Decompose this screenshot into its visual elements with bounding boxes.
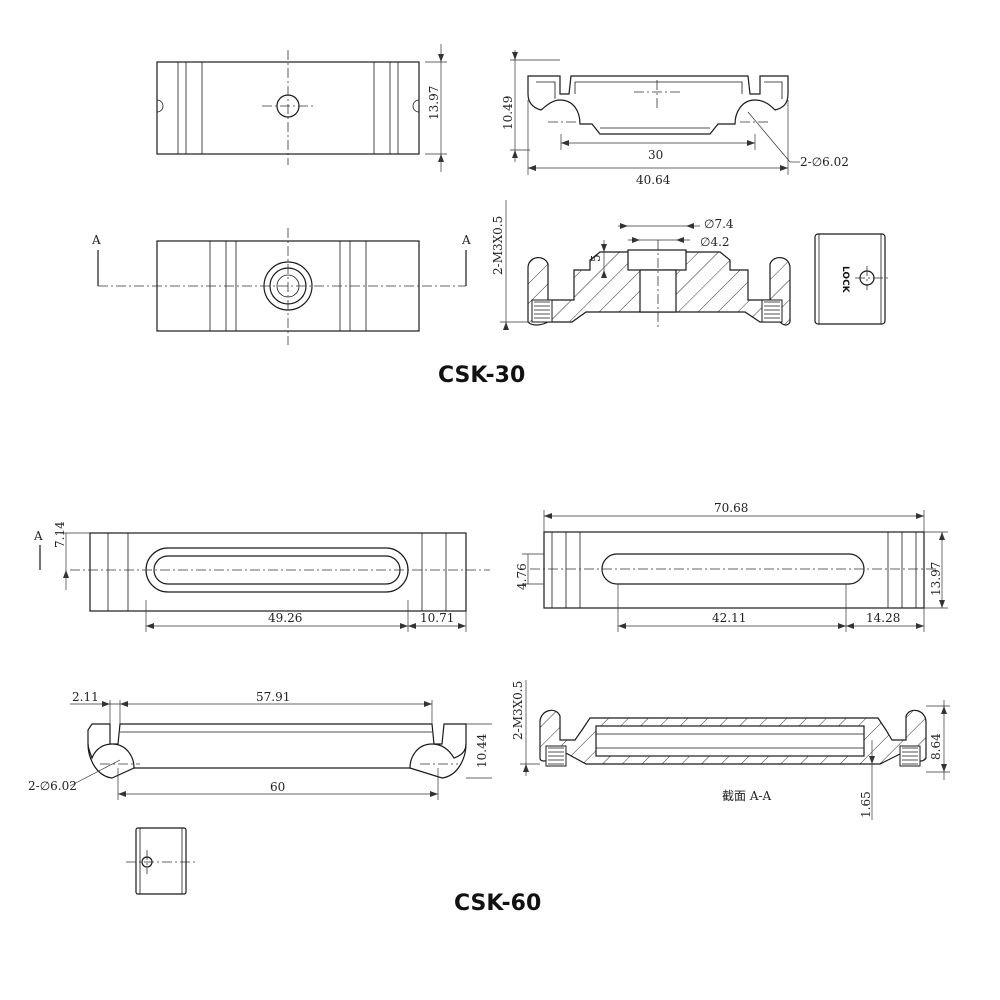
csk60-end-view: [126, 827, 196, 895]
csk60-slot-len-dim: 49.26: [268, 611, 302, 625]
csk60-side-height-dim: 10.44: [475, 733, 489, 768]
csk60-section-view: [520, 680, 950, 820]
csk30-section-marker-right: A: [461, 233, 471, 247]
csk30-total-width-dim: 40.64: [636, 173, 671, 187]
csk30-hole-dim: ∅4.2: [700, 235, 730, 249]
csk30-lock-label: LOCK: [840, 266, 850, 294]
csk30-cbore-dim: ∅7.4: [704, 217, 734, 231]
csk60-hole-dia-dim: 2-∅6.02: [28, 779, 77, 793]
csk60-length-dim: 60: [270, 780, 285, 794]
csk60-total-len-dim: 70.68: [714, 501, 748, 515]
csk30-slot-width-dim: 30: [648, 148, 663, 162]
csk60-inner-len-dim: 57.91: [256, 690, 290, 704]
csk60-edge-dim: 2.11: [72, 690, 99, 704]
csk30-section-plan: [97, 228, 467, 345]
csk60-top-left-view: [39, 532, 490, 632]
csk60-end-len-dim: 10.71: [420, 611, 454, 625]
csk30-end-view: [814, 233, 890, 325]
csk30-title: CSK-30: [438, 363, 525, 388]
csk60-slot-offset-dim: 4.76: [515, 563, 529, 590]
csk60-height-dim: 13.97: [929, 562, 943, 596]
csk30-height-dim: 13.97: [427, 86, 441, 120]
csk60-a-offset-dim: 7.14: [53, 521, 67, 548]
csk60-sec-height-dim: 8.64: [929, 733, 943, 760]
csk30-hole-dia-dim: 2-∅6.02: [800, 155, 849, 169]
csk30-top-view: [156, 44, 447, 172]
csk30-thread-dim: 2-M3X0.5: [491, 216, 505, 275]
csk60-section-label: 截面 A-A: [722, 789, 772, 803]
csk60-title: CSK-60: [454, 891, 541, 916]
csk60-section-marker: A: [33, 529, 43, 543]
csk30-depth-dim: 5: [589, 254, 603, 262]
csk30-section-view: [500, 200, 791, 330]
csk60-front-profile: [69, 700, 492, 800]
csk60-thread-dim: 2-M3X0.5: [511, 681, 525, 740]
csk60-end-len2-dim: 14.28: [866, 611, 900, 625]
csk30-section-marker-left: A: [91, 233, 101, 247]
csk30-front-profile: [510, 50, 800, 175]
csk60-top-right-view: [522, 510, 948, 632]
csk60-base-dim: 1.65: [859, 791, 873, 818]
csk30-side-height-dim: 10.49: [501, 96, 515, 130]
csk60-slot-len2-dim: 42.11: [712, 611, 746, 625]
